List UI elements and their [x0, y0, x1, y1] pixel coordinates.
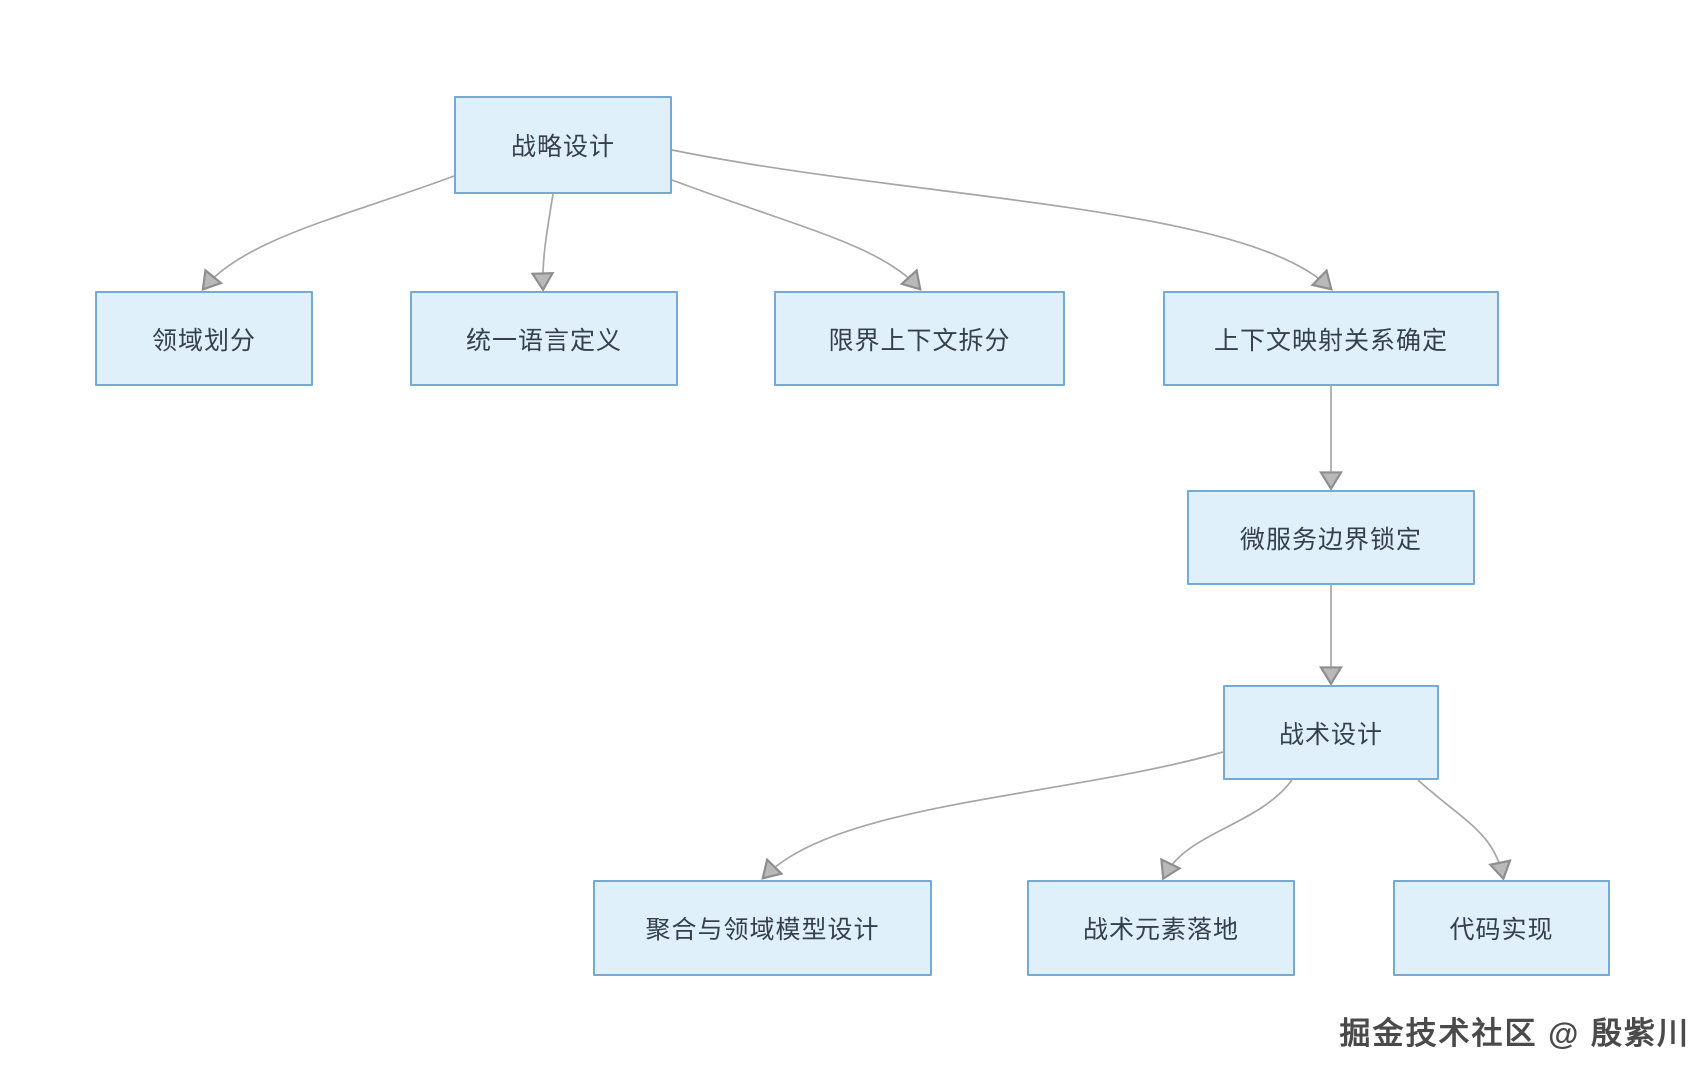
node-domain-partition: 领域划分 — [95, 291, 313, 386]
edge-tactical-to-elements — [1160, 779, 1293, 881]
edge-strategic-to-bounded-context — [671, 179, 922, 291]
edge-tactical-to-code — [1417, 779, 1512, 881]
node-context-mapping: 上下文映射关系确定 — [1163, 291, 1499, 386]
node-strategic-design: 战略设计 — [454, 96, 672, 194]
node-bounded-context-split: 限界上下文拆分 — [774, 291, 1065, 386]
watermark: 掘金技术社区 @ 殷紫川 — [1339, 1016, 1690, 1051]
node-code-implementation: 代码实现 — [1393, 880, 1610, 976]
edge-tactical-to-aggregate — [761, 751, 1224, 880]
node-aggregate-domain-model: 聚合与领域模型设计 — [593, 880, 932, 976]
edge-strategic-to-domain — [201, 175, 455, 292]
edge-strategic-to-context-mapping — [671, 149, 1333, 291]
node-tactical-design: 战术设计 — [1223, 685, 1439, 780]
node-microservice-boundary: 微服务边界锁定 — [1187, 490, 1475, 585]
node-ubiquitous-language: 统一语言定义 — [410, 291, 678, 386]
edge-strategic-to-language — [530, 193, 555, 292]
node-tactical-elements: 战术元素落地 — [1027, 880, 1295, 976]
